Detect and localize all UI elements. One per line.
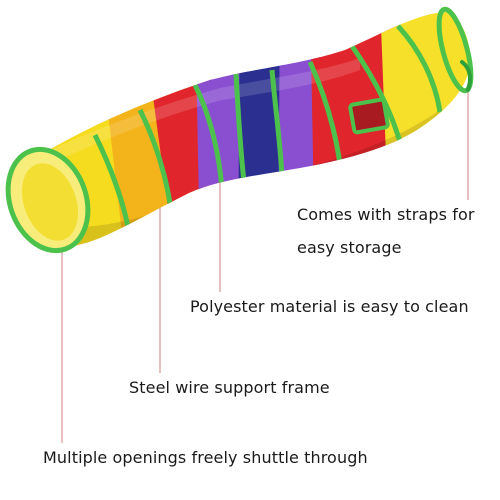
back-opening (436, 6, 474, 94)
ring-4 (233, 73, 247, 183)
callout-steel-frame: Steel wire support frame (129, 378, 330, 397)
callout-straps-line1: Comes with straps for (297, 205, 475, 224)
front-opening (5, 146, 91, 254)
callout-straps-line2: easy storage (297, 238, 402, 257)
back-opening-rim (436, 6, 474, 94)
storage-strap (460, 60, 472, 92)
ring-3 (192, 83, 225, 193)
ring-7 (349, 44, 403, 143)
callout-openings: Multiple openings freely shuttle through (43, 448, 368, 467)
front-opening-inner (21, 163, 79, 241)
ring-6 (307, 60, 343, 165)
side-opening (348, 97, 390, 135)
callout-polyester: Polyester material is easy to clean (190, 297, 469, 316)
tunnel-highlight (30, 58, 360, 172)
ring-5 (269, 69, 285, 177)
ring-8 (396, 24, 443, 113)
leader-lines (61, 92, 469, 443)
